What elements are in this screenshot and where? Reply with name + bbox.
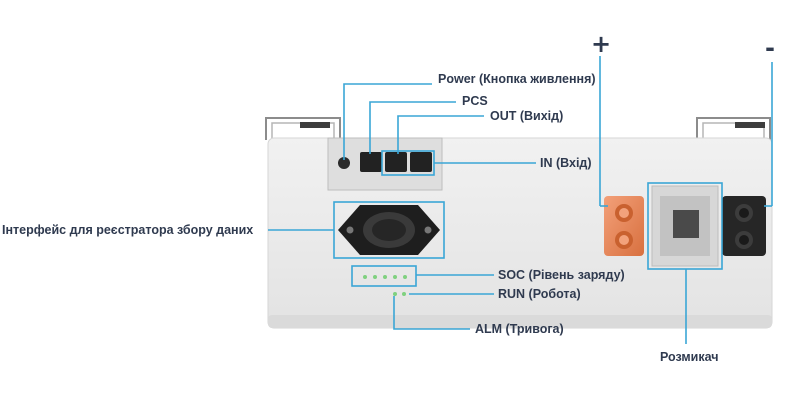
label-alm: ALM (Тривога)	[475, 322, 564, 336]
label-power: Power (Кнопка живлення)	[438, 72, 596, 86]
label-in: IN (Вхід)	[540, 156, 592, 170]
rj45-port-icon	[360, 152, 382, 172]
callout-soc-box	[351, 265, 417, 287]
left-handle-grip	[300, 122, 330, 128]
label-soc: SOC (Рівень заряду)	[498, 268, 625, 282]
led-icon	[393, 292, 397, 296]
label-plus: +	[591, 30, 612, 58]
rj45-port-icon	[385, 152, 407, 172]
positive-terminal-icon	[604, 196, 644, 256]
label-run: RUN (Робота)	[498, 287, 581, 301]
callout-power	[343, 83, 432, 160]
label-out: OUT (Вихід)	[490, 109, 564, 123]
round-connector-icon	[338, 205, 440, 255]
negative-terminal-icon	[722, 196, 766, 256]
led-icon	[402, 292, 406, 296]
label-logger: Інтерфейс для реєстратора збору даних	[2, 223, 254, 237]
callout-breaker-box	[647, 182, 723, 270]
led-icon	[393, 275, 397, 279]
right-handle-grip	[735, 122, 765, 128]
led-row	[363, 275, 407, 296]
callout-lines	[268, 56, 773, 344]
callout-pcs	[369, 101, 456, 154]
label-pcs: PCS	[462, 94, 488, 108]
right-handle	[696, 117, 771, 140]
label-minus: -	[765, 34, 775, 62]
power-button-icon	[338, 157, 350, 169]
led-icon	[403, 275, 407, 279]
rj45-port-icon	[410, 152, 432, 172]
led-icon	[373, 275, 377, 279]
led-icon	[363, 275, 367, 279]
callout-out	[397, 115, 484, 154]
breaker-switch-icon	[651, 185, 719, 267]
callout-alm	[393, 296, 470, 330]
left-handle	[265, 117, 341, 140]
label-breaker: Розмикач	[660, 350, 719, 364]
led-icon	[383, 275, 387, 279]
